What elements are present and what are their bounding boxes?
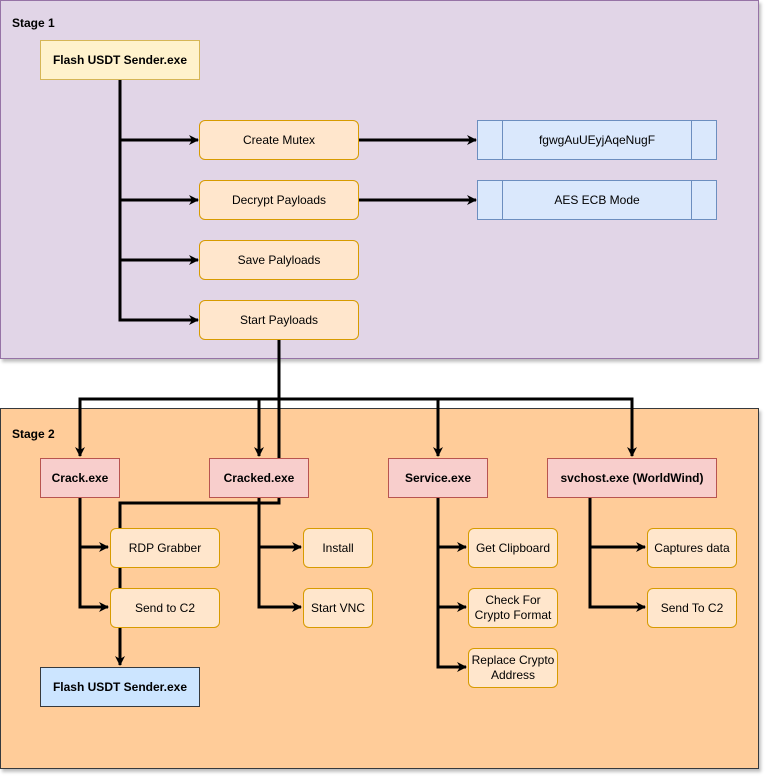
dropped-executable: Flash USDT Sender.exe (40, 667, 200, 707)
action-start-vnc: Start VNC (303, 588, 373, 628)
detail-encryption-text: AES ECB Mode (554, 192, 640, 207)
action-svchost-send-c2: Send To C2 (647, 588, 737, 628)
action-install: Install (303, 528, 373, 568)
action-start-payloads: Start Payloads (199, 300, 359, 340)
detail-mutex-name: fgwgAuUEyjAqeNugF (477, 120, 717, 160)
process-bar-left (502, 121, 503, 159)
stage-1-label: Stage 1 (12, 16, 55, 30)
action-decrypt-payloads: Decrypt Payloads (199, 180, 359, 220)
action-rdp-grabber: RDP Grabber (110, 528, 220, 568)
process-bar-right (691, 181, 692, 219)
process-bar-left (502, 181, 503, 219)
stage-2-label: Stage 2 (12, 427, 55, 441)
action-check-crypto-format: Check For Crypto Format (468, 588, 558, 628)
action-get-clipboard: Get Clipboard (468, 528, 558, 568)
action-save-payloads: Save Palyloads (199, 240, 359, 280)
detail-mutex-text: fgwgAuUEyjAqeNugF (538, 132, 656, 147)
root-executable: Flash USDT Sender.exe (40, 40, 200, 80)
action-captures-data: Captures data (647, 528, 737, 568)
process-cracked-exe: Cracked.exe (209, 458, 309, 498)
detail-encryption-mode: AES ECB Mode (477, 180, 717, 220)
process-service-exe: Service.exe (388, 458, 488, 498)
process-bar-right (691, 121, 692, 159)
action-crack-send-c2: Send to C2 (110, 588, 220, 628)
process-svchost-exe: svchost.exe (WorldWind) (547, 458, 717, 498)
process-crack-exe: Crack.exe (40, 458, 120, 498)
action-replace-crypto-address: Replace Crypto Address (468, 648, 558, 688)
action-create-mutex: Create Mutex (199, 120, 359, 160)
